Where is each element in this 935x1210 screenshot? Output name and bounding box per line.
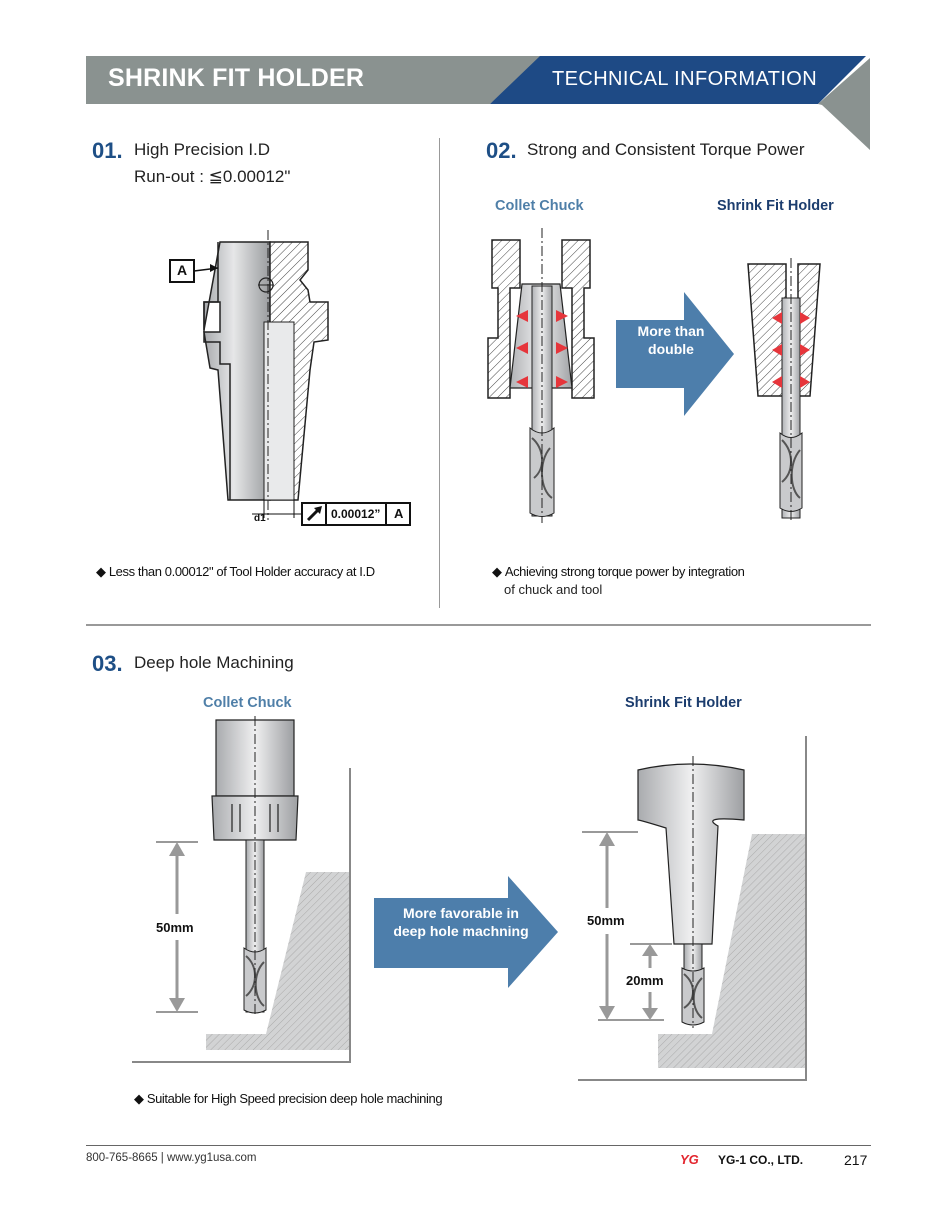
company-name: YG-1 CO., LTD.	[718, 1153, 804, 1167]
torque-comparison-diagram	[487, 228, 821, 523]
page-title: SHRINK FIT HOLDER	[108, 64, 365, 92]
section-2-arrow-text: More than double	[637, 323, 705, 357]
datum-a-label: A	[177, 262, 188, 278]
section-1-title-line2: Run-out : ≦0.00012"	[134, 167, 291, 186]
section-3-left-label: Collet Chuck	[203, 695, 292, 711]
brand-logo-icon: YG	[680, 1152, 699, 1167]
footer-rule	[86, 1145, 871, 1146]
section-3-bullet: ◆ Suitable for High Speed precision deep…	[134, 1091, 443, 1106]
section-3-right-label: Shrink Fit Holder	[625, 695, 742, 711]
section-2-left-label: Collet Chuck	[495, 198, 584, 214]
section-2-bullet-line2: of chuck and tool	[504, 582, 603, 597]
section-3-right-dimension-inner: 20mm	[626, 973, 664, 988]
column-divider	[439, 138, 440, 608]
bullet-icon: ◆	[134, 1091, 147, 1106]
section-3-title: Deep hole Machining	[134, 653, 294, 672]
section-divider	[86, 624, 871, 626]
footer-contact: 800-765-8665 | www.yg1usa.com	[86, 1152, 257, 1164]
section-3-right-dimension-outer: 50mm	[587, 913, 625, 928]
section-2-right-label: Shrink Fit Holder	[717, 198, 834, 214]
tolerance-value: 0.00012”	[331, 507, 381, 521]
section-3-number: 03.	[92, 651, 123, 676]
page-subtitle: TECHNICAL INFORMATION	[552, 68, 818, 90]
section-1-number: 01.	[92, 138, 123, 163]
page-number: 217	[844, 1152, 868, 1168]
header-banner	[86, 56, 870, 150]
deep-hole-diagram	[132, 716, 807, 1081]
section-2-number: 02.	[486, 138, 517, 163]
bullet-icon: ◆	[492, 564, 505, 579]
holder-runout-diagram	[169, 230, 411, 526]
section-1-title-line1: High Precision I.D	[134, 140, 271, 159]
section-1-bullet: ◆ Less than 0.00012" of Tool Holder accu…	[96, 564, 375, 579]
section-3-left-dimension: 50mm	[156, 920, 194, 935]
section-2-bullet: ◆ Achieving strong torque power by integ…	[492, 564, 745, 579]
bullet-icon: ◆	[96, 564, 109, 579]
diameter-label: d1	[254, 513, 266, 524]
tolerance-datum: A	[394, 506, 404, 521]
section-3-arrow-text: More favorable in deep hole machning	[393, 905, 529, 939]
section-2-title: Strong and Consistent Torque Power	[527, 140, 805, 159]
